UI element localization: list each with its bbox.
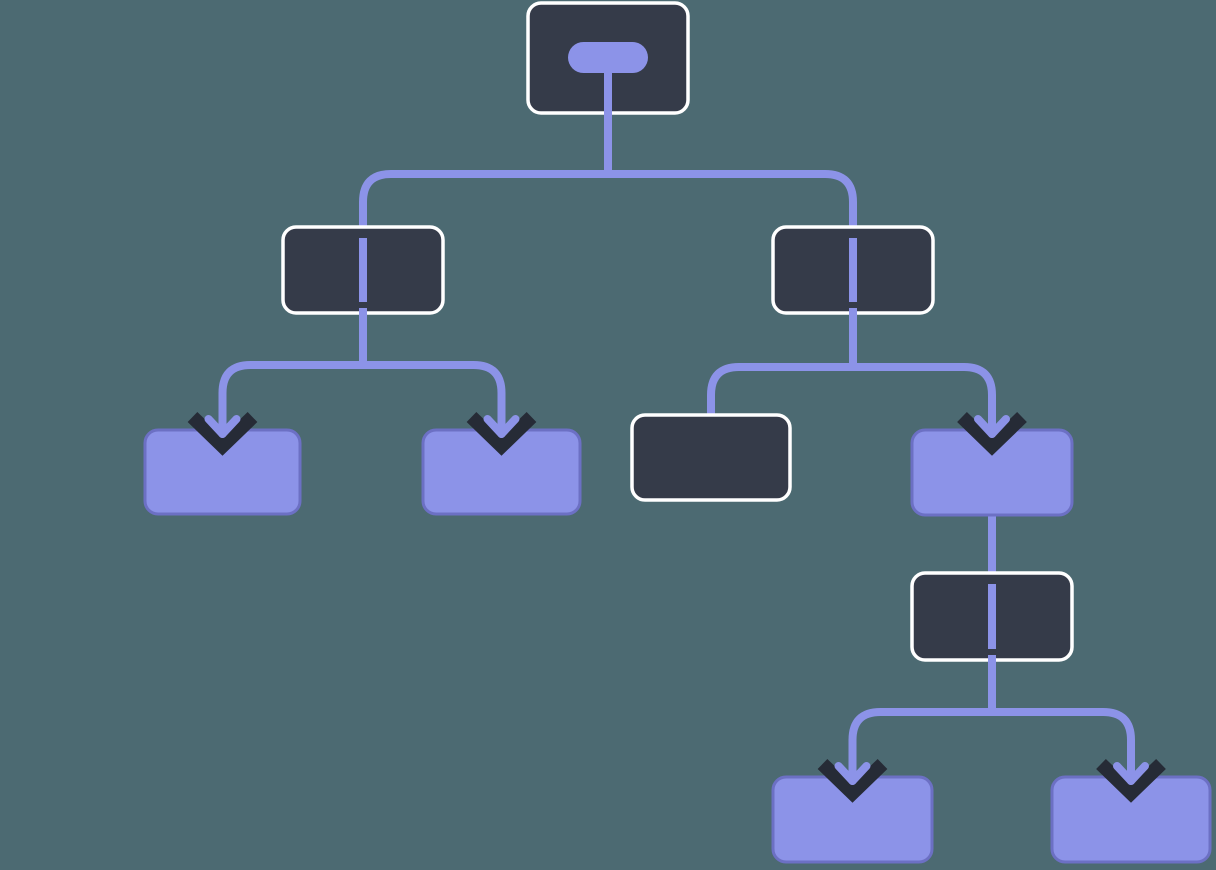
chevron-arrow-icon: [466, 396, 537, 456]
edge-connector: [853, 363, 996, 436]
arrow-head: [204, 415, 241, 438]
edge-connector: [848, 708, 992, 783]
chevron-arrow-icon: [1096, 743, 1166, 803]
pill-placeholder: [568, 42, 648, 73]
edge-connector: [707, 363, 853, 421]
arrow-head: [834, 762, 871, 785]
chevron-dark-shape: [957, 411, 1027, 456]
nodes-layer: [143, 1, 1212, 864]
arrow-head: [974, 415, 1010, 438]
arrow-head: [483, 415, 520, 438]
chevron-arrow-icon: [957, 396, 1027, 456]
chevron-arrow-icon: [187, 396, 258, 456]
edge-stems-layer: [359, 42, 996, 716]
edges-layer: [218, 170, 1135, 783]
chevron-dark-shape: [187, 411, 258, 456]
markers-layer: [187, 396, 1166, 803]
edge-connector: [363, 361, 506, 436]
chevron-dark-shape: [466, 411, 537, 456]
edge-connector: [218, 361, 363, 436]
chevron-dark-shape: [1096, 758, 1166, 803]
edge-connector: [992, 708, 1135, 783]
node-mid-dark[interactable]: [630, 413, 792, 502]
edge-connector: [359, 170, 608, 233]
edge-connector: [608, 170, 857, 233]
chevron-dark-shape: [817, 758, 888, 803]
arrow-head: [1113, 762, 1149, 785]
chevron-arrow-icon: [817, 743, 888, 803]
